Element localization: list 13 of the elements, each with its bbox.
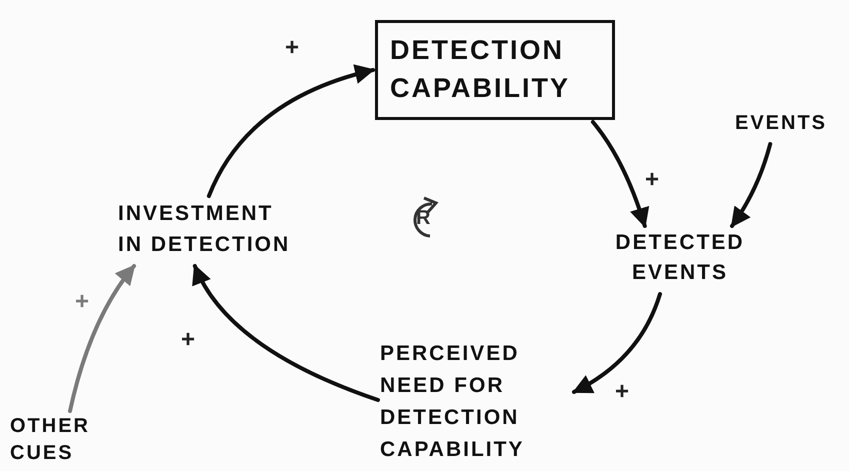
variable-text: OTHER CUES [10,413,110,469]
variable-text: DETECTED EVENTS [600,228,760,292]
arrow [572,292,662,394]
loop-label: R [416,208,430,228]
variable-text: PERCEIVED NEED FOR DETECTION CAPABILITY [380,338,572,468]
variable-text: EVENTS [735,108,845,142]
variable-box: DETECTION CAPABILITY [375,20,615,120]
arrow [590,120,649,228]
arrow [206,64,375,198]
arrow [68,264,136,413]
arrow [730,142,772,228]
variable-text: INVESTMENT IN DETECTION [118,198,298,264]
arrow [192,264,380,402]
